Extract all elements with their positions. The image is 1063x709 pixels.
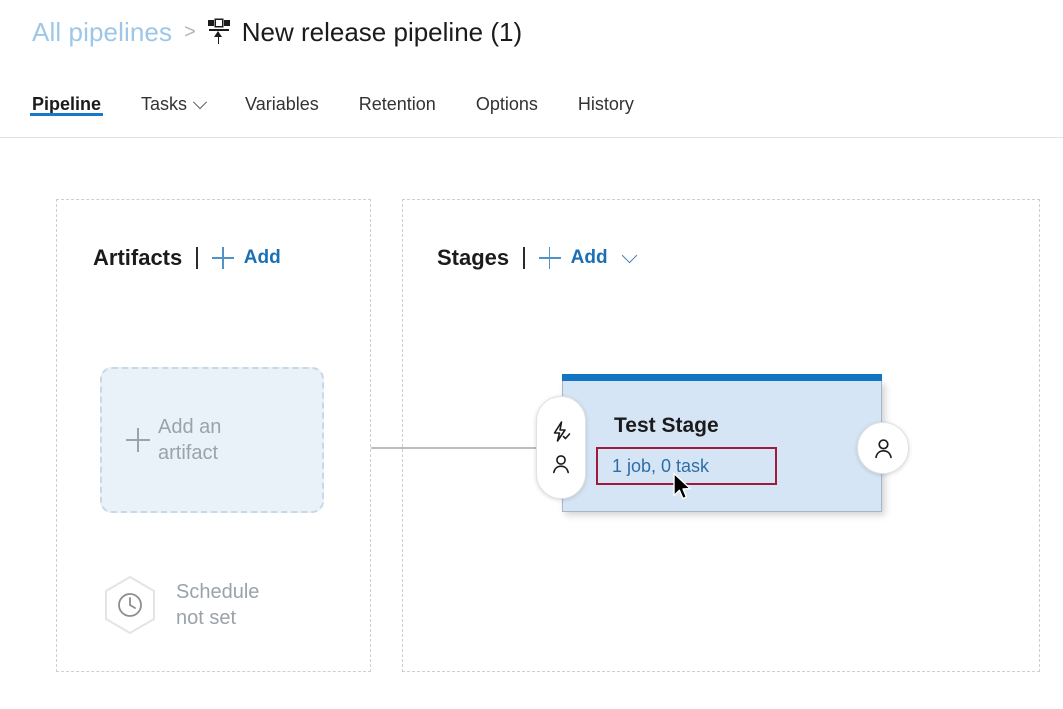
divider bbox=[523, 247, 525, 269]
tab-bar: Pipeline Tasks Variables Retention Optio… bbox=[0, 82, 1063, 138]
schedule-trigger[interactable]: Schedule not set bbox=[102, 575, 259, 635]
add-stage-button[interactable]: Add bbox=[570, 247, 608, 268]
breadcrumb-separator: > bbox=[184, 20, 196, 43]
plus-icon[interactable] bbox=[538, 247, 561, 269]
add-an-artifact-label: Add an artifact bbox=[158, 414, 221, 466]
lightning-check-icon bbox=[549, 420, 573, 444]
tab-retention-label: Retention bbox=[358, 94, 436, 114]
release-pipeline-icon bbox=[207, 20, 230, 44]
stage-jobs-tasks-link[interactable]: 1 job, 0 task bbox=[612, 455, 710, 476]
artifacts-panel: Artifacts Add bbox=[56, 199, 371, 672]
breadcrumb-current: New release pipeline (1) bbox=[207, 16, 523, 48]
stage-card-accent-bar bbox=[562, 374, 882, 381]
tab-pipeline[interactable]: Pipeline bbox=[30, 82, 104, 116]
add-artifact-button[interactable]: Add bbox=[243, 247, 281, 268]
artifacts-header: Artifacts Add bbox=[93, 245, 281, 271]
plus-icon bbox=[126, 428, 150, 452]
stage-jobs-tasks-highlight: 1 job, 0 task bbox=[596, 447, 777, 485]
page-title: New release pipeline (1) bbox=[241, 16, 523, 47]
tab-history[interactable]: History bbox=[576, 82, 636, 115]
add-an-artifact-line1: Add an bbox=[158, 416, 222, 438]
add-an-artifact-line2: artifact bbox=[158, 442, 219, 464]
person-icon bbox=[871, 436, 896, 461]
tab-options-label: Options bbox=[475, 94, 538, 114]
schedule-line1: Schedule bbox=[176, 581, 260, 603]
stages-title: Stages bbox=[437, 245, 510, 270]
post-deployment-conditions-button[interactable] bbox=[857, 422, 909, 474]
tab-variables[interactable]: Variables bbox=[243, 82, 321, 115]
schedule-line2: not set bbox=[176, 607, 237, 629]
breadcrumb-all-pipelines-link[interactable]: All pipelines bbox=[32, 16, 173, 47]
chevron-down-icon[interactable] bbox=[621, 247, 637, 264]
stages-header: Stages Add bbox=[437, 245, 637, 271]
tab-pipeline-label: Pipeline bbox=[32, 94, 102, 114]
stages-panel: Stages Add bbox=[402, 199, 1040, 672]
add-an-artifact-box[interactable]: Add an artifact bbox=[100, 367, 324, 513]
tab-options[interactable]: Options bbox=[474, 82, 540, 115]
tab-history-label: History bbox=[577, 94, 634, 114]
stage-name: Test Stage bbox=[614, 414, 719, 437]
tab-tasks[interactable]: Tasks bbox=[139, 82, 208, 115]
artifacts-title: Artifacts bbox=[93, 245, 183, 270]
pre-deployment-conditions-button[interactable] bbox=[536, 396, 586, 499]
schedule-label: Schedule not set bbox=[176, 579, 259, 631]
divider bbox=[196, 247, 198, 269]
pipeline-connector-line bbox=[371, 447, 563, 449]
chevron-down-icon bbox=[192, 94, 208, 109]
tab-retention[interactable]: Retention bbox=[357, 82, 438, 115]
breadcrumb: All pipelines > New release pipeline (1) bbox=[32, 8, 522, 56]
person-icon bbox=[549, 452, 573, 476]
plus-icon[interactable] bbox=[211, 247, 234, 269]
tab-tasks-label: Tasks bbox=[141, 94, 188, 114]
clock-icon bbox=[102, 575, 158, 635]
tab-variables-label: Variables bbox=[245, 94, 319, 114]
stage-card-test-stage[interactable]: Test Stage 1 job, 0 task bbox=[562, 374, 882, 512]
